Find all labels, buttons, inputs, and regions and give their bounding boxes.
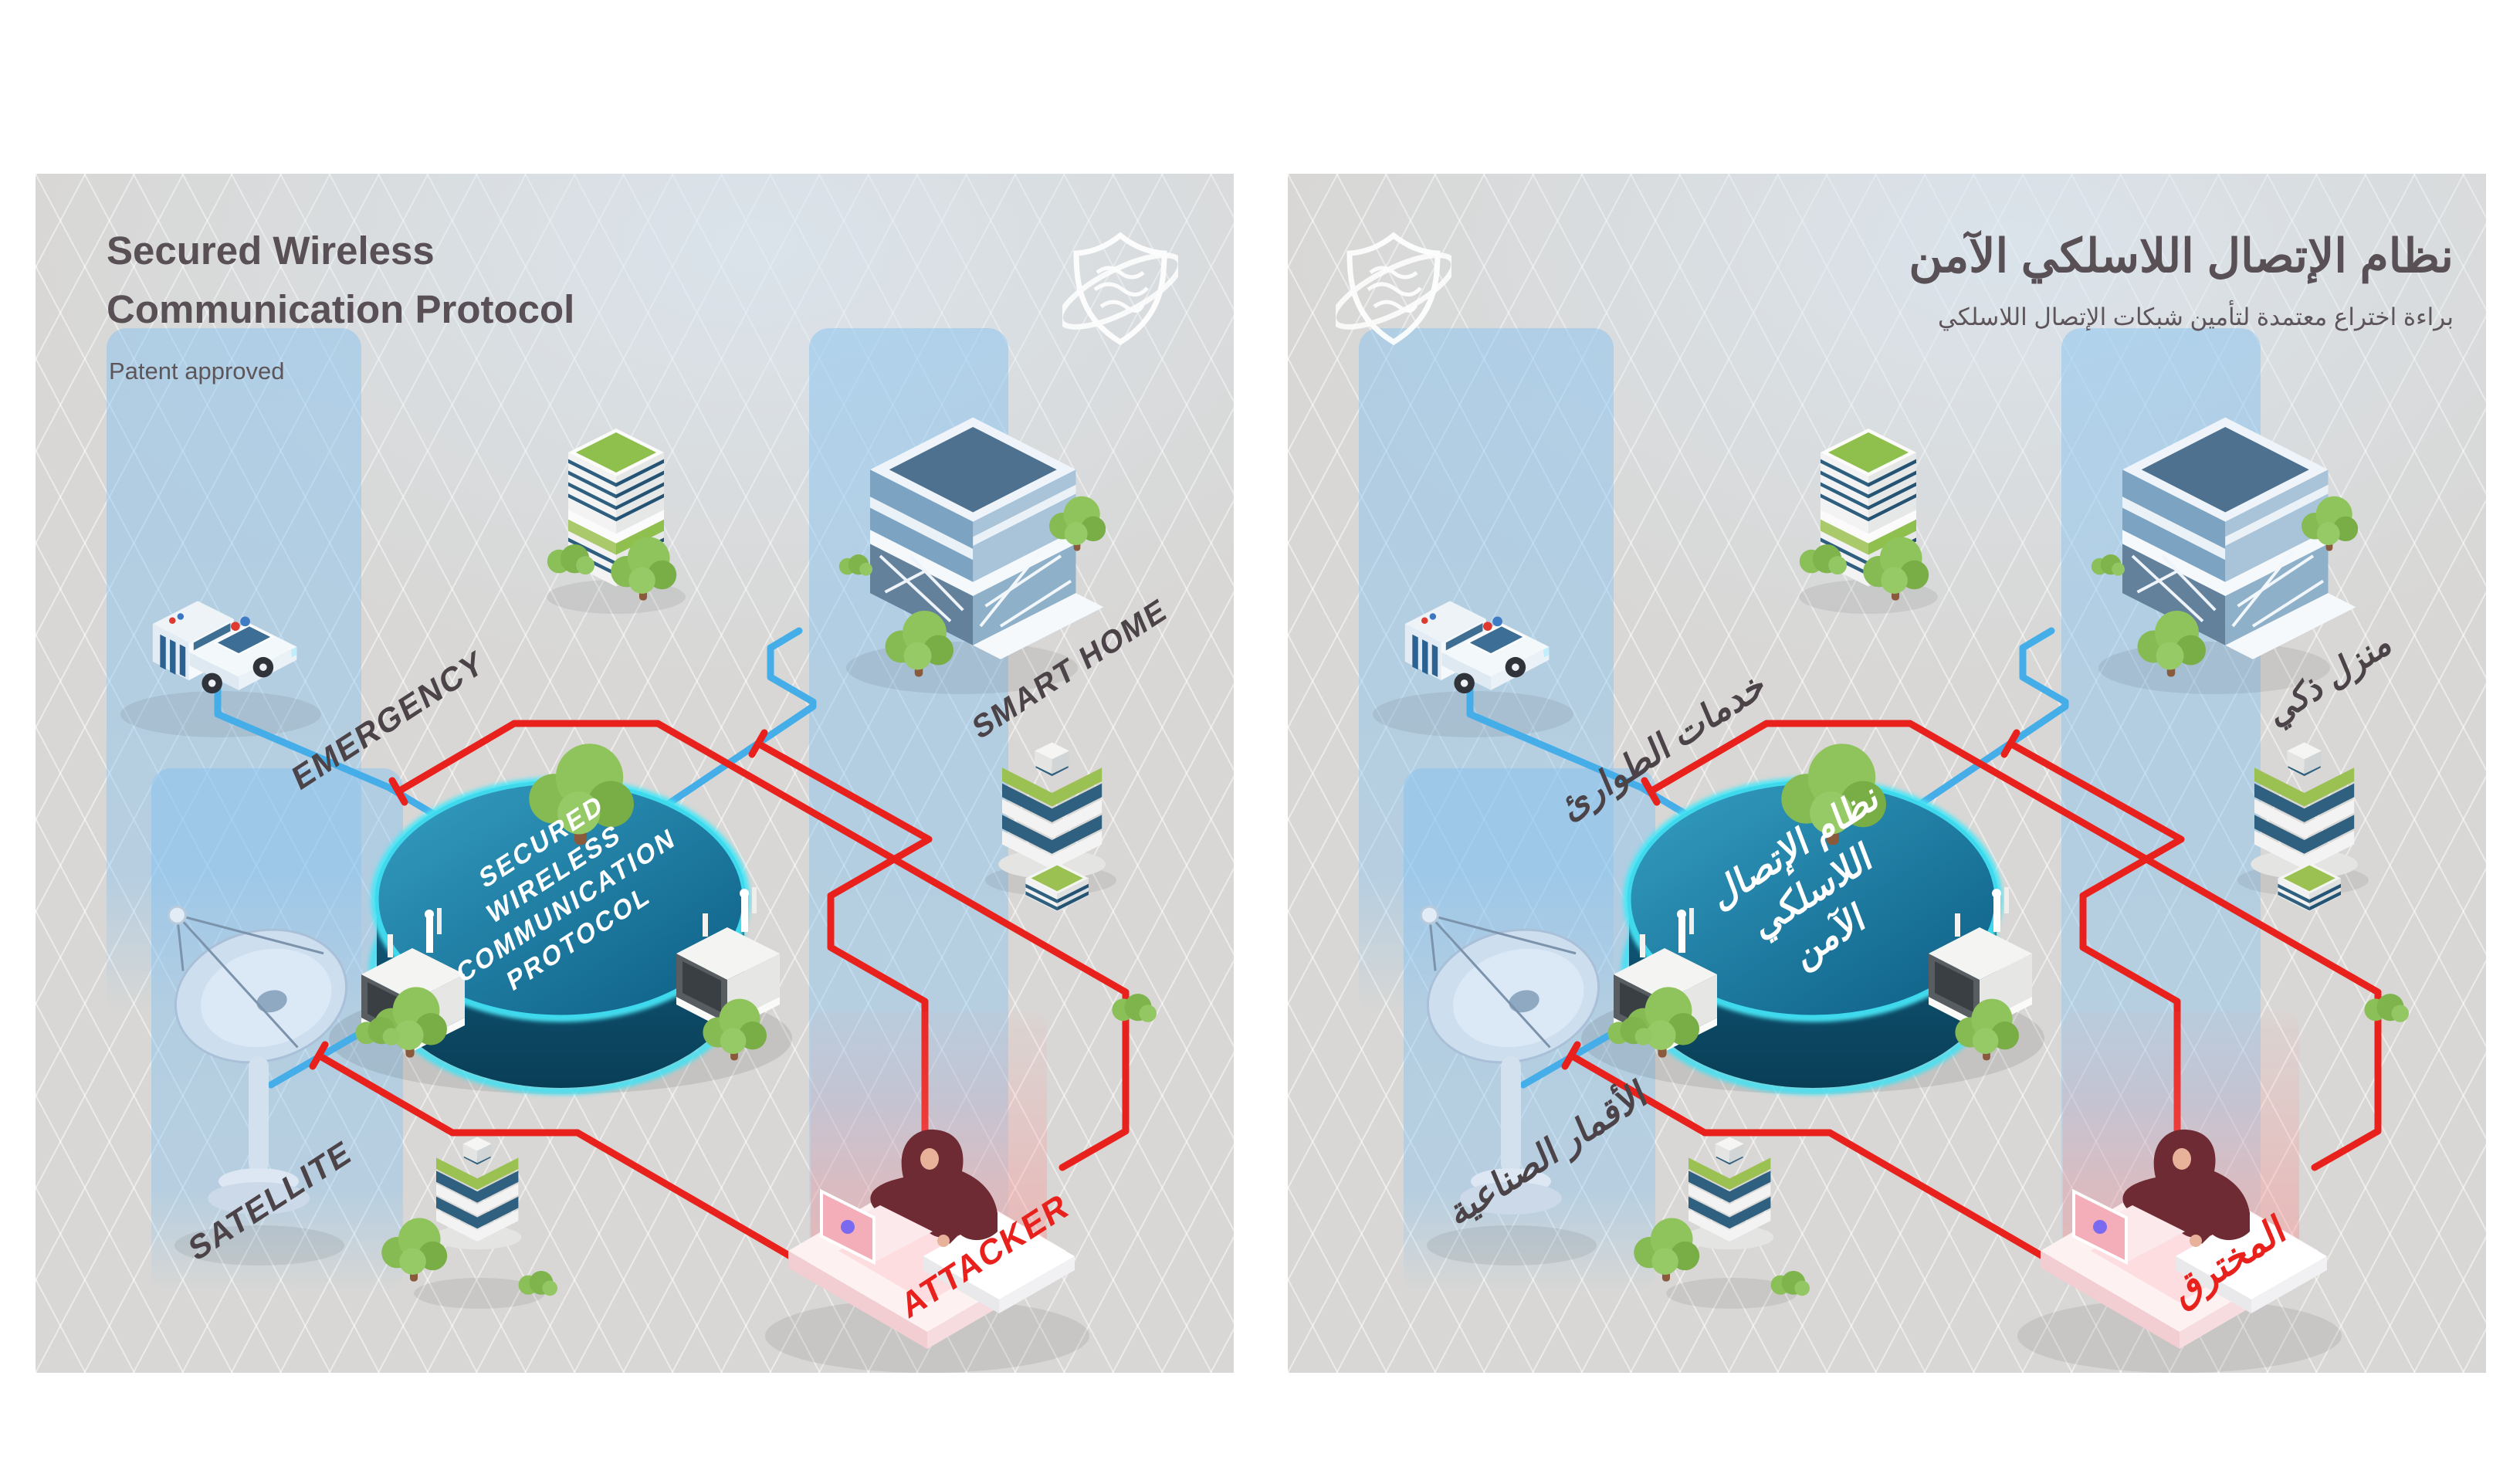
page-title: Secured Wireless Communication Protocol	[107, 222, 574, 339]
page-subtitle: براءة اختراع معتمدة لتأمين شبكات الإتصال…	[1938, 303, 2454, 330]
title-line-2: Communication Protocol	[107, 287, 575, 331]
security-shield-orbit-logo-icon	[1336, 228, 1451, 351]
title-line-1: Secured Wireless	[107, 229, 435, 273]
panel-arabic: نظام الإتصال اللاسلكي الآمن براءة اختراع…	[1288, 174, 2486, 1373]
page-subtitle: Patent approved	[109, 357, 285, 385]
page-title: نظام الإتصال اللاسلكي الآمن	[1909, 230, 2454, 282]
panel-english: Secured Wireless Communication Protocol …	[36, 174, 1234, 1373]
security-shield-orbit-logo-icon	[1062, 228, 1178, 351]
